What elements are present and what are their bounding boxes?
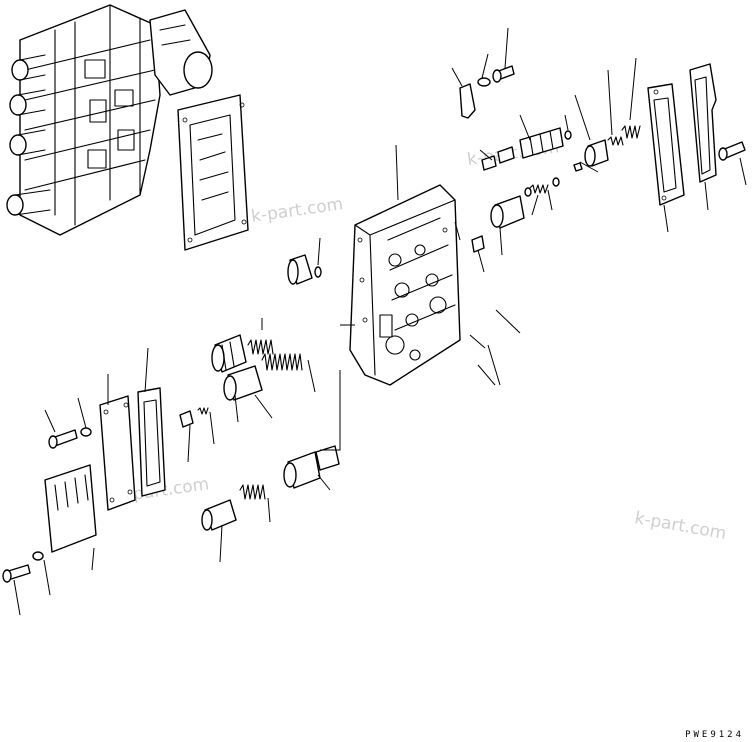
top-right-components	[459, 65, 641, 253]
leader-lines	[13, 27, 747, 616]
watermark: k-part.com	[250, 194, 344, 227]
drawing-code: PWE9124	[685, 730, 744, 740]
valve-body	[349, 184, 461, 386]
lower-left-covers	[2, 387, 166, 583]
assembled-valve-illustration	[6, 4, 213, 236]
watermark: k-part.com	[633, 508, 728, 544]
left-middle-components	[179, 254, 340, 531]
right-cover-plates	[647, 63, 746, 206]
gasket-plate-top	[177, 94, 249, 251]
